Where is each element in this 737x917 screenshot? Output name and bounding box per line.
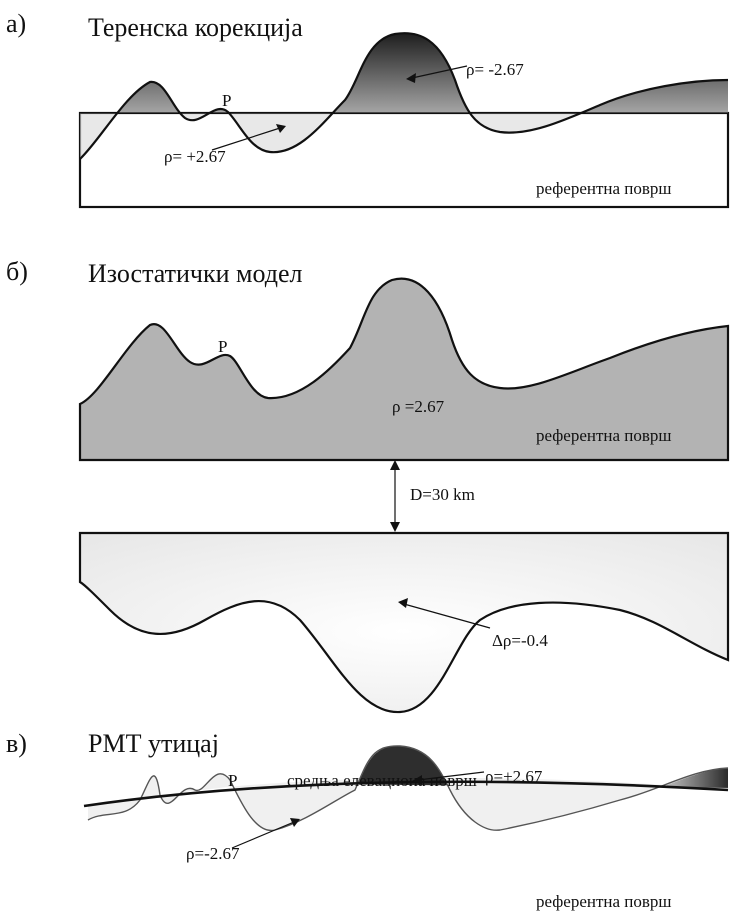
reference-label-a: референтна површ bbox=[536, 179, 672, 198]
reference-block-a bbox=[78, 111, 730, 209]
arrow-delta-rho bbox=[403, 603, 491, 629]
deficit-mass-a bbox=[80, 113, 728, 159]
rho-label-b: ρ =2.67 bbox=[392, 397, 445, 416]
panel-b: б) Изостатички модел P ρ =2.67 референтн… bbox=[6, 257, 730, 714]
topography-block-b bbox=[78, 277, 730, 462]
panel-a-letter: а) bbox=[6, 9, 26, 38]
arrow-head-delta-rho bbox=[398, 598, 408, 608]
point-p-b: P bbox=[218, 337, 227, 356]
rho-deficit-label-c: ρ=-2.67 bbox=[186, 844, 240, 863]
point-p-a: P bbox=[222, 91, 231, 110]
arrow-excess-a bbox=[411, 65, 468, 79]
reference-label-b: референтна површ bbox=[536, 426, 672, 445]
topography-line-c bbox=[87, 745, 729, 832]
excess-mass-a bbox=[80, 33, 728, 113]
arrow-deficit-a bbox=[211, 127, 281, 151]
panel-b-letter: б) bbox=[6, 257, 28, 286]
panel-c-title: РМТ утицај bbox=[88, 729, 219, 758]
depth-arrow-head-bottom bbox=[390, 522, 400, 532]
arrow-head-excess-c bbox=[412, 775, 422, 785]
panel-c-letter: в) bbox=[6, 729, 27, 758]
panel-a-title: Теренска корекција bbox=[88, 13, 303, 42]
point-p-c: P bbox=[228, 771, 237, 790]
mean-elevation-surface bbox=[83, 780, 729, 808]
depth-label: D=30 km bbox=[410, 485, 475, 504]
reference-label-c: референтна површ bbox=[536, 892, 672, 911]
arrow-excess-c bbox=[417, 771, 485, 781]
topography-line-a bbox=[79, 32, 729, 160]
rho-excess-label-a: ρ= -2.67 bbox=[466, 60, 524, 79]
panel-a: а) Теренска корекција P ρ= -2.67 ρ= +2.6… bbox=[6, 9, 730, 209]
rho-deficit-label-a: ρ= +2.67 bbox=[164, 147, 226, 166]
delta-rho-label: Δρ=-0.4 bbox=[492, 631, 548, 650]
deficit-mass-c bbox=[88, 745, 728, 831]
mean-elevation-label: средња елевациона површ bbox=[287, 771, 477, 790]
arrow-head-excess-a bbox=[406, 73, 416, 83]
arrow-deficit-c bbox=[231, 821, 295, 849]
root-block bbox=[78, 531, 730, 714]
rho-excess-label-c: ρ=+2.67 bbox=[485, 767, 543, 786]
arrow-head-deficit-a bbox=[276, 124, 286, 133]
arrow-head-deficit-c bbox=[290, 818, 300, 827]
panel-b-title: Изостатички модел bbox=[88, 259, 303, 288]
panel-c: в) РМТ утицај P средња елевациона површ … bbox=[6, 729, 729, 911]
depth-arrow-head-top bbox=[390, 460, 400, 470]
